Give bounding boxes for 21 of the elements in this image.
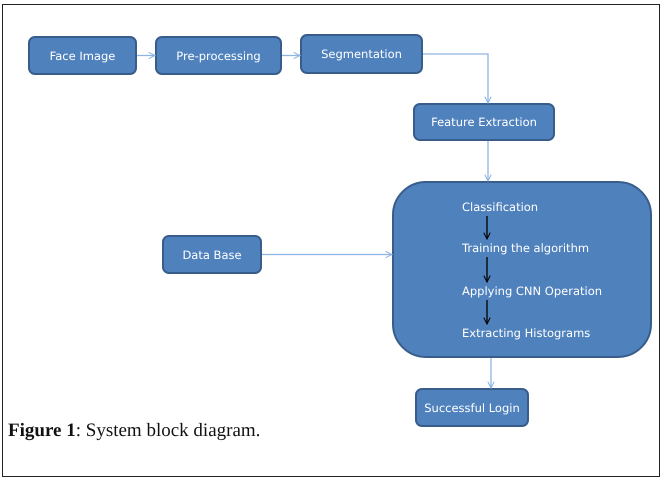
arrow <box>282 52 301 60</box>
arrow <box>484 141 492 182</box>
step-text: Applying CNN Operation <box>462 282 632 300</box>
step-text: Classification <box>462 198 612 216</box>
arrow <box>423 53 492 104</box>
arrow <box>483 300 491 325</box>
arrow <box>137 52 156 60</box>
process-group-box <box>392 181 652 358</box>
process-box: Successful Login <box>415 388 529 427</box>
arrow <box>262 250 393 258</box>
arrow <box>483 257 491 283</box>
arrow <box>487 358 495 389</box>
process-box: Data Base <box>162 235 262 274</box>
step-text: Extracting Histograms <box>462 324 632 342</box>
process-box: Feature Extraction <box>413 103 555 141</box>
arrow <box>483 216 491 240</box>
step-text: Training the algorithm <box>462 239 632 257</box>
process-box: Face Image <box>28 36 137 75</box>
figure-caption: Figure 1: System block diagram. <box>8 420 260 442</box>
process-box: Segmentation <box>300 34 423 74</box>
process-box: Pre-processing <box>155 36 282 75</box>
